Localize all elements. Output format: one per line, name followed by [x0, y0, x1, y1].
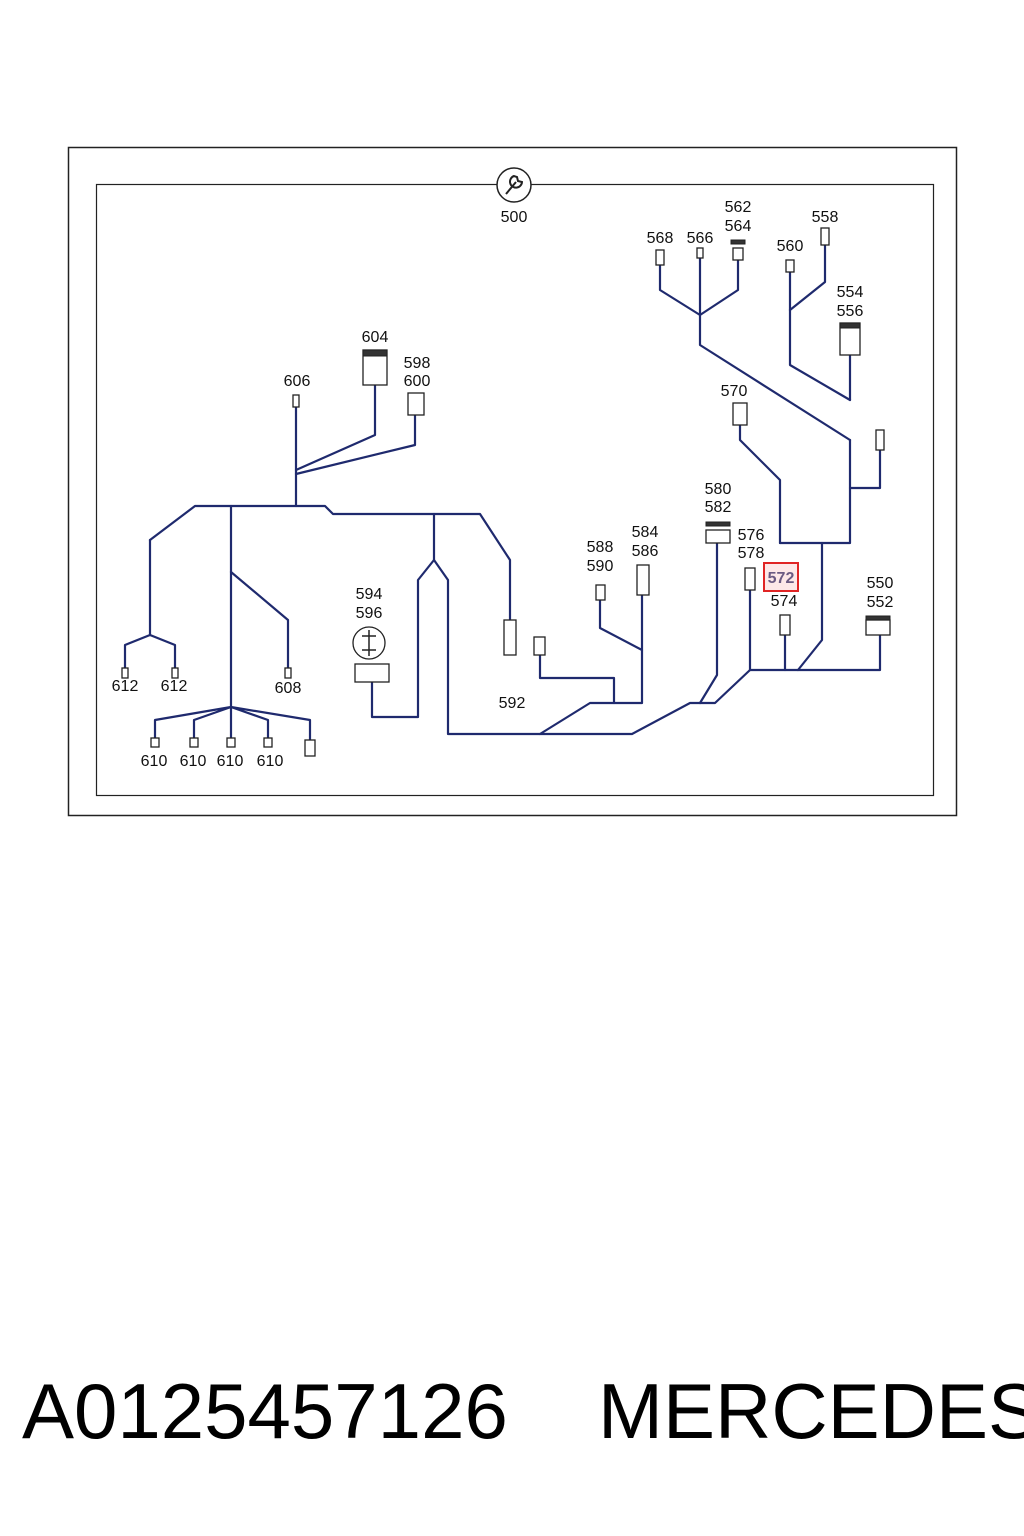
part-number: A0125457126 — [22, 1367, 508, 1455]
wiring-harness — [123, 243, 882, 742]
connector-parts — [121, 227, 891, 757]
label-562: 562 — [725, 199, 752, 216]
label-572: 572 — [768, 570, 795, 587]
label-578: 578 — [738, 545, 765, 562]
wrench-icon — [496, 167, 532, 203]
label-608: 608 — [275, 680, 302, 697]
label-600: 600 — [404, 373, 431, 390]
label-570: 570 — [721, 383, 748, 400]
label-574: 574 — [771, 593, 798, 610]
label-594: 594 — [356, 586, 383, 603]
label-558: 558 — [812, 209, 839, 226]
label-596: 596 — [356, 605, 383, 622]
label-604: 604 — [362, 329, 389, 346]
label-556: 556 — [837, 303, 864, 320]
label-612-right: 612 — [161, 678, 188, 695]
label-610-d: 610 — [257, 753, 284, 770]
label-552: 552 — [867, 594, 894, 611]
label-554: 554 — [837, 284, 864, 301]
label-610-c: 610 — [217, 753, 244, 770]
highlight-box-572 — [763, 562, 799, 592]
callout-labels: 568 566 562 564 558 560 554 556 570 604 … — [112, 199, 894, 770]
label-550: 550 — [867, 575, 894, 592]
label-606: 606 — [284, 373, 311, 390]
brand-name: MERCEDES — [598, 1367, 1024, 1455]
label-568: 568 — [647, 230, 674, 247]
outer-frame — [67, 146, 958, 817]
label-580: 580 — [705, 481, 732, 498]
label-582: 582 — [705, 499, 732, 516]
label-598: 598 — [404, 355, 431, 372]
label-588: 588 — [587, 539, 614, 556]
label-590: 590 — [587, 558, 614, 575]
label-612-left: 612 — [112, 678, 139, 695]
label-610-a: 610 — [141, 753, 168, 770]
tool-label: 500 — [501, 209, 528, 226]
label-610-b: 610 — [180, 753, 207, 770]
label-566: 566 — [687, 230, 714, 247]
label-564: 564 — [725, 218, 752, 235]
label-560: 560 — [777, 238, 804, 255]
label-576: 576 — [738, 527, 765, 544]
label-592: 592 — [499, 695, 526, 712]
label-584: 584 — [632, 524, 659, 541]
label-586: 586 — [632, 543, 659, 560]
